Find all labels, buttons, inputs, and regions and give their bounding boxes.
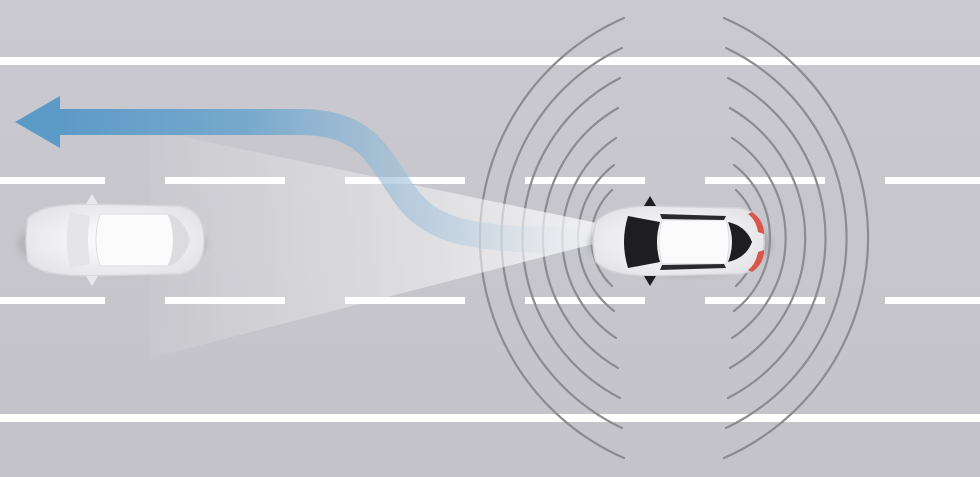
ego-vehicle-icon bbox=[588, 196, 772, 286]
road-edge-lines bbox=[0, 57, 980, 422]
headlight-beam-icon bbox=[150, 130, 640, 358]
lane-change-arrow-icon bbox=[15, 96, 600, 253]
lead-vehicle-icon bbox=[17, 194, 207, 286]
